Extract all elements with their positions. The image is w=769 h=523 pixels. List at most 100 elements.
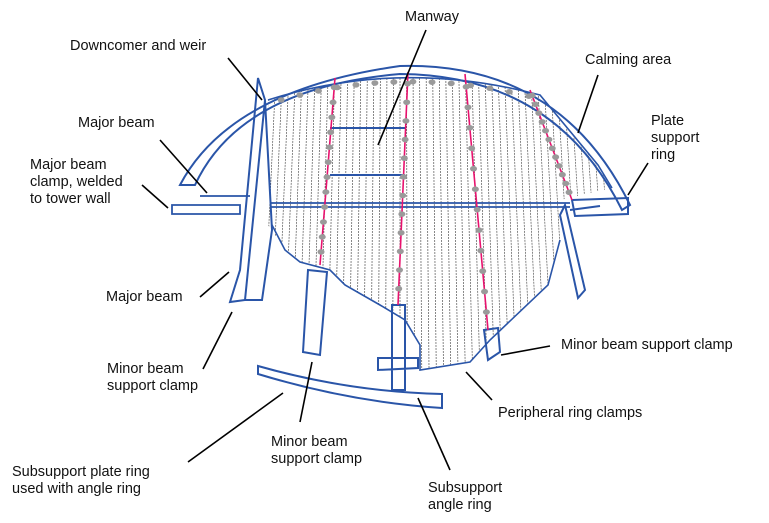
bolt bbox=[481, 288, 489, 295]
bolt bbox=[470, 165, 478, 172]
deck-slot-line bbox=[377, 77, 381, 370]
deck-slot-line bbox=[334, 77, 342, 370]
bolt bbox=[329, 99, 337, 106]
bolt bbox=[328, 114, 336, 121]
deck-slot-line bbox=[477, 77, 488, 370]
bolt bbox=[538, 119, 546, 125]
deck-slot-line bbox=[594, 77, 612, 370]
bolt bbox=[398, 211, 406, 217]
bolt bbox=[428, 79, 436, 85]
bolt bbox=[327, 129, 335, 136]
deck-slot-line bbox=[406, 77, 408, 370]
deck-slot-line bbox=[392, 77, 394, 370]
deck-slot-line bbox=[490, 77, 503, 370]
bolt bbox=[325, 144, 333, 150]
bolt bbox=[558, 171, 566, 178]
bolt bbox=[402, 118, 410, 124]
text-line: ring bbox=[651, 147, 676, 163]
bolt bbox=[545, 136, 553, 143]
deck-slot-line bbox=[412, 77, 415, 370]
deck-slot-line bbox=[297, 77, 310, 370]
bolt bbox=[466, 124, 474, 131]
bolt bbox=[399, 192, 407, 199]
bolt bbox=[322, 189, 330, 195]
deck-slot-line bbox=[275, 77, 290, 370]
deck-slot-line bbox=[562, 77, 583, 370]
deck-slot-line bbox=[503, 77, 517, 370]
deck-slot-line bbox=[445, 77, 452, 370]
label-downcomer: Downcomer and weir bbox=[70, 38, 207, 54]
bolt bbox=[333, 84, 341, 91]
bolt bbox=[277, 97, 285, 103]
bolt bbox=[324, 159, 332, 165]
outer-support-ring bbox=[178, 64, 632, 212]
bolt bbox=[475, 227, 483, 233]
deck-slot-line bbox=[370, 77, 375, 370]
minor-beam-line bbox=[319, 77, 336, 266]
bolt bbox=[525, 93, 533, 99]
deck-slot-line bbox=[471, 77, 481, 370]
bolt bbox=[400, 155, 408, 162]
deck-slot-line bbox=[341, 77, 349, 370]
bolt bbox=[397, 229, 405, 236]
text-line: to tower wall bbox=[30, 191, 111, 207]
deck-slot-line bbox=[363, 77, 368, 370]
bolt bbox=[471, 186, 479, 192]
deck-slot-line bbox=[581, 77, 605, 370]
bolt bbox=[479, 268, 487, 274]
bolt bbox=[352, 82, 360, 88]
label-minor-beam-clamp-right: Minor beam support clamp bbox=[561, 337, 733, 353]
manway bbox=[330, 127, 405, 176]
deck-slot-line bbox=[588, 77, 612, 370]
deck-slot-line bbox=[268, 77, 277, 370]
beam-lines bbox=[277, 71, 573, 331]
bolt bbox=[323, 174, 331, 180]
bolt bbox=[409, 78, 417, 85]
minor-beam-line bbox=[464, 73, 489, 331]
label-calming-area: Calming area bbox=[585, 52, 672, 68]
subsupport-plate-ring bbox=[257, 364, 443, 410]
text-line: Major beam bbox=[30, 157, 107, 173]
bolt bbox=[477, 247, 485, 254]
bolt bbox=[473, 206, 481, 213]
deck-slot-line bbox=[283, 77, 297, 370]
minor-beam-line bbox=[397, 71, 409, 306]
bolt bbox=[396, 248, 404, 255]
bolt bbox=[403, 99, 411, 106]
deck-slot-line bbox=[385, 77, 388, 370]
bolt bbox=[321, 204, 329, 210]
bolt bbox=[404, 80, 411, 87]
deck-slot-line bbox=[438, 77, 445, 370]
bolt bbox=[531, 101, 539, 108]
deck-slot-line bbox=[268, 77, 271, 370]
bolt bbox=[296, 92, 304, 98]
tray-deck-hatching bbox=[268, 77, 612, 370]
bolt bbox=[464, 104, 472, 111]
bolt bbox=[542, 127, 550, 134]
deck-slot-line bbox=[607, 77, 612, 370]
deck-slot-line bbox=[268, 77, 284, 370]
bolt bbox=[552, 154, 560, 160]
text-line: clamp, welded bbox=[30, 174, 123, 190]
deck-slot-line bbox=[458, 77, 466, 370]
bolt bbox=[400, 174, 407, 180]
bolt bbox=[565, 189, 573, 196]
right-minor-beam bbox=[558, 202, 587, 301]
deck-slot-line bbox=[464, 77, 474, 370]
label-major-beam-top: Major beam bbox=[78, 115, 155, 131]
text-line: support clamp bbox=[107, 378, 199, 394]
bolt bbox=[482, 309, 490, 315]
bolt bbox=[505, 89, 513, 95]
bolt bbox=[401, 136, 409, 143]
bolt bbox=[371, 80, 379, 86]
deck-slot-line bbox=[305, 77, 316, 370]
bolt bbox=[548, 145, 556, 152]
bolt bbox=[562, 180, 570, 187]
leader-lines bbox=[141, 29, 649, 471]
label-major-beam-bottom: Major beam bbox=[106, 289, 183, 305]
bolt bbox=[319, 219, 327, 225]
